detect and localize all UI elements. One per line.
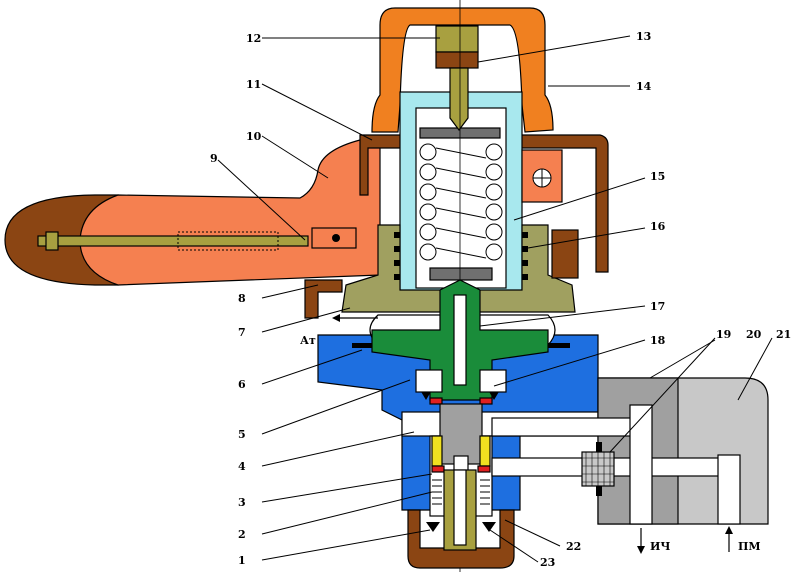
adjust-nut-12 [435,25,479,53]
callout-18: 18 [650,334,666,347]
bottom-plug-1 [407,509,515,569]
callout-20: 20 [746,328,762,341]
piston-bore [453,294,467,386]
callout-8: 8 [238,292,246,305]
adjust-screw [449,67,469,131]
bottom-seal-right [482,522,496,532]
lever-rod-9 [37,235,309,247]
brown-ring-8 [304,279,343,319]
housing-port-ich [629,404,653,525]
atm-port-arrowhead [332,314,340,322]
callout-1: 1 [238,554,246,567]
lever-arm [79,139,381,286]
seal-pack-left [415,369,443,393]
callout-16: 16 [650,220,666,233]
callout-6: 6 [238,378,246,391]
callout-3: 3 [238,496,246,509]
bottom-seal-left [426,522,440,532]
lever-pivot-pin [332,234,340,242]
lower-spring-2 [432,479,490,505]
callout-12: 12 [246,32,261,45]
callout-23: 23 [540,556,555,569]
plunger-5 [439,403,483,465]
callout-17: 17 [650,300,665,313]
right-bracket-post [551,229,579,279]
seal-18-left [429,397,443,405]
seal-18-right [479,397,493,405]
spring-lower-plate [429,267,493,281]
callout-5: 5 [238,428,246,441]
bushing-threads [394,232,528,280]
yellow-bushing-right [479,435,491,467]
callout-9: 9 [210,152,218,165]
seal-pack-right [479,369,507,393]
pm-arrowhead [725,526,733,534]
callout-2: 2 [238,528,246,541]
callout-14: 14 [636,80,652,93]
brown-guard-11 [359,134,609,273]
label-ich: ИЧ [650,540,670,553]
callout-7: 7 [238,326,246,339]
lever-rod-tip [45,231,59,251]
bottom-plug-bore [453,469,467,546]
red-seat-left [431,465,445,473]
handle-lever [4,139,381,286]
callout-19: 19 [716,328,731,341]
callout-21: 21 [776,328,791,341]
ich-arrowhead [637,546,645,554]
red-seat-right [477,465,491,473]
label-atmosphere: Ат [300,334,316,347]
filter-mesh [582,452,614,486]
housing-port-pm [717,454,741,525]
yellow-bushing-left [431,435,443,467]
callout-13: 13 [636,30,651,43]
callout-11: 11 [246,78,261,91]
housing-passage-upper [491,417,633,437]
lock-nut-13 [435,51,479,69]
threaded-bushing-7 [341,224,576,313]
main-spring [419,143,503,261]
callout-numbers: 12 13 11 14 10 9 15 16 8 7 17 6 18 19 20… [210,30,791,569]
lever-spring [177,231,279,251]
label-pm: ПМ [738,540,761,553]
callout-15: 15 [650,170,665,183]
callout-22: 22 [566,540,581,553]
leader-lines [217,35,773,563]
callout-4: 4 [238,460,246,473]
callout-10: 10 [246,130,262,143]
top-cap-14 [371,7,554,133]
